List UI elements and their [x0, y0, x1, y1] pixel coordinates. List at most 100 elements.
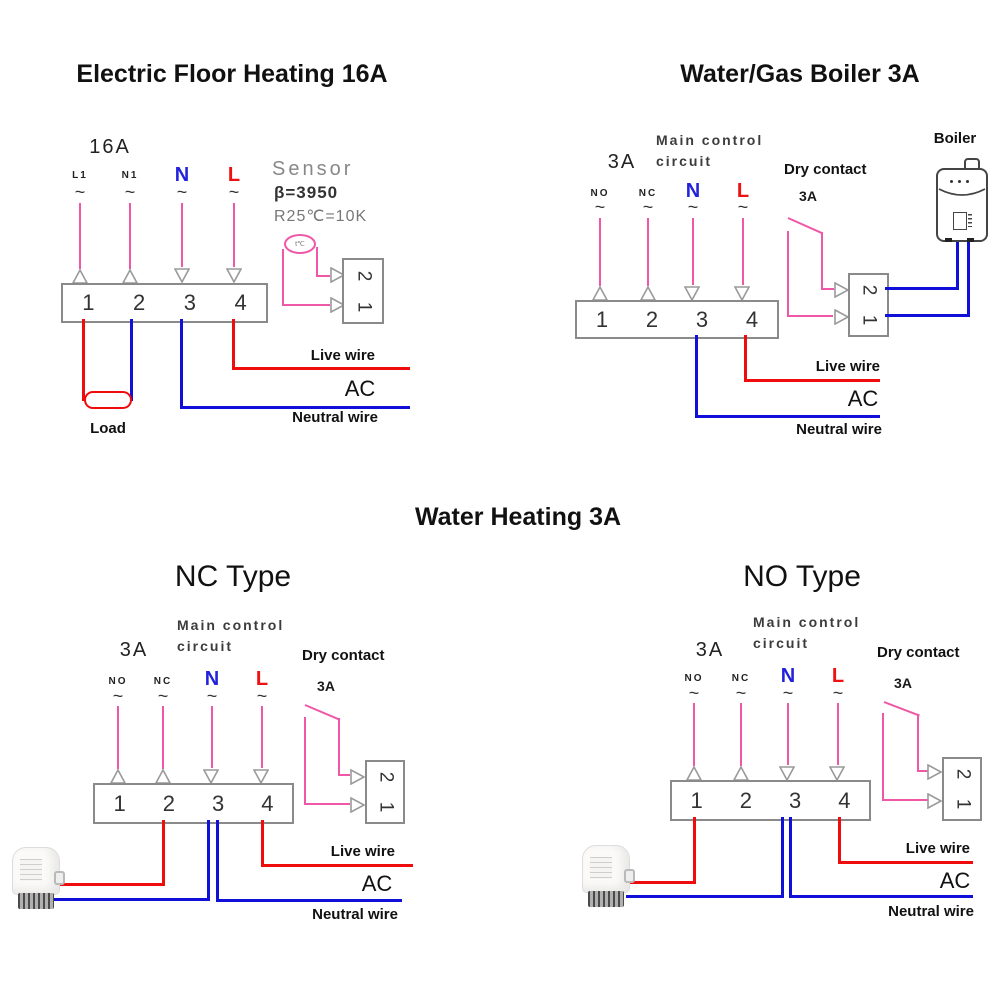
terminal-arrow-right-icon	[833, 281, 850, 299]
no-terminal-label-n: N	[780, 665, 796, 687]
boiler-wire-no	[599, 218, 601, 286]
no-wire-no	[693, 703, 695, 766]
ac-tilde: ~	[594, 197, 606, 217]
dry-contact-switch-blade	[883, 701, 920, 717]
contact-box-terminal-1: 1	[951, 798, 973, 810]
no-terminal-label-no: NO	[684, 673, 704, 684]
terminal-number: 1	[82, 290, 95, 315]
ac-tilde: ~	[737, 197, 749, 217]
no-actuator-wire-blue-v	[781, 817, 784, 898]
sensor-loop-wire	[282, 304, 330, 306]
terminal-arrow-right-icon	[349, 796, 366, 814]
no-live-wire-v	[838, 817, 841, 864]
sensor-box-terminal-2: 2	[352, 270, 374, 281]
boiler-contact-box: 2 1	[848, 273, 889, 337]
floor-wire-l	[233, 203, 235, 267]
floor-load-wire-neutral	[130, 319, 133, 401]
floor-load-wire-live	[82, 319, 85, 401]
terminal-arrow-right-icon	[926, 792, 943, 810]
nc-actuator-wire-blue-h	[47, 898, 210, 901]
boiler-icon	[936, 158, 988, 242]
boiler-curve	[938, 188, 986, 196]
terminal-number: 3	[789, 787, 802, 813]
boiler-dry-amp: 3A	[799, 188, 817, 204]
boiler-neutral-wire-h	[695, 415, 880, 418]
dry-contact-wire	[304, 717, 306, 805]
floor-neutral-wire-v	[180, 319, 183, 409]
nc-terminal-label-n: N	[204, 668, 220, 690]
thermal-actuator-icon	[10, 845, 65, 913]
boiler-live-label: Live wire	[815, 358, 880, 375]
terminal-arrow-down-icon	[683, 285, 701, 302]
floor-wire-n1	[129, 203, 131, 269]
sensor-loop-wire	[316, 247, 318, 277]
nc-wire-l	[261, 706, 263, 768]
main-control-label-2: circuit	[753, 635, 810, 651]
terminal-arrow-down-icon	[252, 768, 270, 785]
floor-live-label: Live wire	[310, 347, 375, 364]
contact-box-terminal-1: 1	[374, 801, 396, 813]
no-neutral-wire-h	[789, 895, 973, 898]
floor-heating-title: Electric Floor Heating 16A	[76, 60, 388, 88]
dry-contact-wire	[787, 315, 833, 317]
boiler-live-wire-h	[744, 379, 880, 382]
main-control-label-2: circuit	[177, 638, 234, 654]
nc-dry-amp: 3A	[317, 678, 335, 694]
sensor-box-terminal-1: 1	[352, 301, 374, 312]
ac-tilde: ~	[735, 683, 747, 703]
boiler-wire-l	[742, 218, 744, 285]
boiler-wire-n	[692, 218, 694, 285]
dry-contact-wire	[787, 231, 789, 317]
terminal-number: 1	[113, 790, 126, 816]
dry-contact-wire	[338, 774, 350, 776]
terminal-number: 4	[234, 290, 247, 315]
ac-tilde: ~	[687, 197, 699, 217]
boiler-dry-contact-label: Dry contact	[784, 161, 867, 178]
ac-tilde: ~	[688, 683, 700, 703]
nc-terminal-label-no: NO	[108, 676, 128, 687]
boiler-amp-rating: 3A	[607, 151, 637, 173]
boiler-body	[936, 168, 988, 242]
contact-box-terminal-2: 2	[858, 284, 880, 296]
no-wire-nc	[740, 703, 742, 766]
nc-wire-n	[211, 706, 213, 768]
no-dry-contact-label: Dry contact	[877, 644, 960, 661]
sensor-loop-wire	[282, 249, 284, 306]
nc-actuator-wire-blue-v	[207, 820, 210, 901]
ac-tilde: ~	[157, 686, 169, 706]
main-control-label: Main control	[656, 132, 764, 148]
nc-live-wire-v	[261, 820, 264, 867]
main-control-label: Main control	[753, 614, 861, 630]
water-heating-title: Water Heating 3A	[414, 503, 622, 531]
terminal-arrow-right-icon	[329, 266, 346, 284]
nc-neutral-label: Neutral wire	[312, 906, 398, 923]
main-control-label-2: circuit	[656, 153, 713, 169]
floor-live-wire-h	[232, 367, 410, 370]
dry-contact-wire	[882, 713, 884, 801]
terminal-number: 3	[695, 306, 709, 332]
nc-actuator-wire-red-v	[162, 820, 165, 886]
floor-neutral-wire-h	[180, 406, 410, 409]
contact-box-terminal-2: 2	[951, 768, 973, 780]
terminal-number: 2	[645, 306, 659, 332]
floor-live-wire-v	[232, 319, 235, 370]
boiler-neutral-wire-v	[695, 335, 698, 418]
terminal-number: 1	[595, 306, 609, 332]
dry-contact-wire	[304, 803, 350, 805]
terminal-arrow-down-icon	[173, 267, 191, 284]
floor-terminal-label-l1: L1	[72, 170, 88, 181]
temperature-probe-icon: t℃	[284, 234, 316, 254]
terminal-number: 2	[739, 787, 752, 813]
terminal-number: 4	[261, 790, 274, 816]
boiler-terminal-label-n: N	[685, 180, 701, 202]
nc-terminal-label-l: L	[255, 668, 269, 690]
no-wire-n	[787, 703, 789, 765]
no-actuator-wire-red-v	[693, 817, 696, 884]
terminal-number: 3	[183, 290, 196, 315]
nc-type-title: NC Type	[174, 560, 292, 593]
no-type-title: NO Type	[743, 560, 861, 593]
terminal-number: 2	[162, 790, 175, 816]
boiler-terminal-label-no: NO	[590, 188, 610, 199]
thermal-actuator-icon	[580, 843, 635, 911]
boiler-link-wire	[956, 242, 959, 289]
